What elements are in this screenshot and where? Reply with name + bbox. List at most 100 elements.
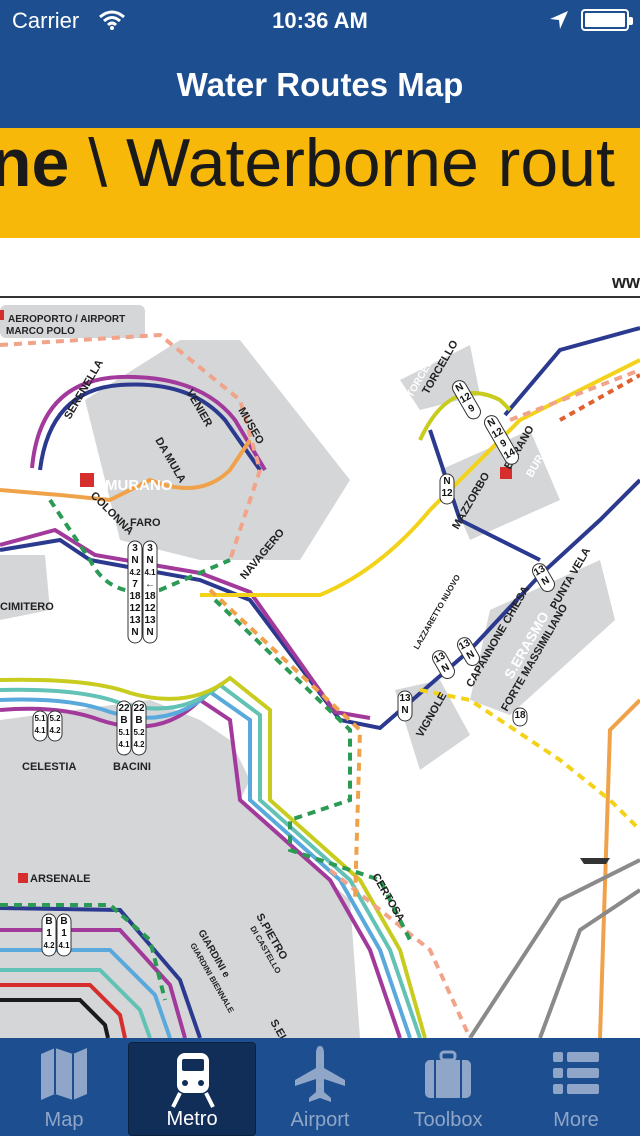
tab-metro-label: Metro bbox=[166, 1108, 218, 1130]
route-map[interactable]: ne \ Waterborne rout ww bbox=[0, 128, 640, 1038]
stop-pill-outline bbox=[131, 700, 147, 756]
stop-code: 5.1 bbox=[34, 714, 46, 723]
boat-icon bbox=[580, 858, 610, 864]
stop-code: 9 bbox=[467, 402, 478, 415]
stop-pill-outline bbox=[452, 380, 481, 420]
faro-label: FARO bbox=[130, 517, 161, 529]
arsenale-stop-icon bbox=[18, 873, 28, 883]
stop-code: 4.2 bbox=[129, 568, 141, 577]
tab-map[interactable]: Map bbox=[0, 1038, 128, 1136]
celestia-label: CELESTIA bbox=[22, 761, 76, 773]
airplane-icon bbox=[295, 1046, 345, 1102]
train-icon bbox=[171, 1053, 215, 1108]
stop-pill-outline bbox=[142, 540, 158, 644]
stop-code: 22 bbox=[133, 703, 145, 714]
stop-pill-celestia-right: 5.24.2 bbox=[47, 710, 63, 742]
stop-code: 4.1 bbox=[34, 726, 46, 735]
stop-code: 13 bbox=[457, 637, 473, 652]
stop-pill-outline bbox=[532, 563, 555, 592]
tab-toolbox-label: Toolbox bbox=[413, 1109, 483, 1131]
stop-pill-forte: 18 bbox=[512, 707, 528, 727]
stop-code: 7 bbox=[132, 579, 138, 590]
bacini-label: BACINI bbox=[113, 761, 151, 773]
stop-code: 22 bbox=[118, 703, 130, 714]
stop-code: 4.1 bbox=[144, 568, 156, 577]
stop-code: N bbox=[131, 555, 138, 566]
stop-code: ← bbox=[145, 579, 155, 590]
wifi-icon bbox=[99, 10, 125, 30]
stop-pill-arsenale-left: B1 4.2 bbox=[41, 913, 57, 957]
stop-pill-mazzorbo: N12 bbox=[439, 473, 455, 505]
stop-code: B bbox=[45, 916, 52, 927]
stop-code: 4.1 bbox=[58, 941, 70, 950]
stop-pill-outline bbox=[116, 700, 132, 756]
website-text: ww bbox=[612, 272, 640, 292]
toolbox-icon bbox=[425, 1050, 471, 1098]
tab-more[interactable]: More bbox=[512, 1038, 640, 1136]
water-routes-diagram: AEROPORTO / AIRPORT MARCO POLO MURANO SE… bbox=[0, 305, 640, 1038]
stop-code: 12 bbox=[490, 426, 506, 441]
stop-pill-outline bbox=[47, 710, 63, 742]
lazzaretto-label: LAZZARETTO NUOVO bbox=[412, 573, 462, 651]
banner-text: \ Waterborne rout bbox=[69, 128, 615, 201]
stop-code: 12 bbox=[144, 603, 156, 614]
stop-code: N bbox=[443, 476, 450, 487]
stop-code: 4.2 bbox=[49, 726, 61, 735]
tab-more-label: More bbox=[553, 1109, 599, 1131]
stop-code: 12 bbox=[458, 391, 474, 406]
stop-code: 13 bbox=[129, 615, 141, 626]
tab-bar: Map Metro Airport Toolbox bbox=[0, 1038, 640, 1136]
page-title: Water Routes Map bbox=[176, 66, 464, 103]
map-header-banner: ne \ Waterborne rout bbox=[0, 128, 640, 238]
burano-stop-icon bbox=[500, 467, 512, 479]
arsenale-label: ARSENALE bbox=[30, 873, 91, 885]
stop-code: 9 bbox=[499, 437, 510, 450]
stop-code: N bbox=[454, 381, 466, 394]
stop-code: N bbox=[146, 627, 153, 638]
stop-pill-outline bbox=[127, 540, 143, 644]
battery-icon bbox=[581, 9, 633, 31]
banner-bold-text: ne bbox=[0, 128, 70, 201]
stop-pill-outline bbox=[439, 473, 455, 505]
tab-airport[interactable]: Airport bbox=[256, 1038, 384, 1136]
stop-pill-outline bbox=[397, 690, 413, 722]
stop-code: 13 bbox=[144, 615, 156, 626]
tab-toolbox[interactable]: Toolbox bbox=[384, 1038, 512, 1136]
stop-pill-celestia-left: 5.14.1 bbox=[32, 710, 48, 742]
stop-code: 1 bbox=[61, 928, 67, 939]
stop-code: 12 bbox=[129, 603, 141, 614]
stop-pill-vignole: 13N bbox=[397, 690, 413, 722]
stop-code: N bbox=[131, 627, 138, 638]
airport-name-label: MARCO POLO bbox=[6, 326, 75, 337]
airport-label: AEROPORTO / AIRPORT bbox=[8, 314, 125, 325]
stop-pill-outline bbox=[432, 650, 455, 679]
stop-code: 5.1 bbox=[118, 728, 130, 737]
stop-pill-punta-vela: 13N bbox=[532, 563, 555, 592]
stop-pill-outline bbox=[512, 707, 528, 727]
list-icon bbox=[553, 1052, 599, 1094]
tab-map-label: Map bbox=[44, 1109, 84, 1131]
status-bar: Carrier 10:36 AM bbox=[0, 0, 640, 40]
stop-code: 3 bbox=[147, 543, 153, 554]
stop-code: N bbox=[401, 705, 408, 716]
stop-code: 4.1 bbox=[118, 740, 130, 749]
map-icon bbox=[41, 1048, 87, 1100]
stop-pill-arsenale-right: B14.1 bbox=[56, 913, 72, 957]
murano-stop-icon bbox=[80, 473, 94, 487]
airport-icon bbox=[0, 310, 4, 320]
stop-code: 14 bbox=[502, 446, 518, 461]
stop-code: B bbox=[120, 715, 127, 726]
carrier-label: Carrier bbox=[12, 8, 80, 33]
airport-label-box bbox=[0, 305, 145, 338]
stop-code: 4.2 bbox=[43, 941, 55, 950]
tab-metro[interactable]: Metro bbox=[128, 1042, 256, 1136]
stop-code: 18 bbox=[514, 710, 526, 721]
stop-code: 1 bbox=[46, 928, 52, 939]
stop-code: N bbox=[440, 662, 452, 675]
stop-code: 12 bbox=[441, 488, 453, 499]
